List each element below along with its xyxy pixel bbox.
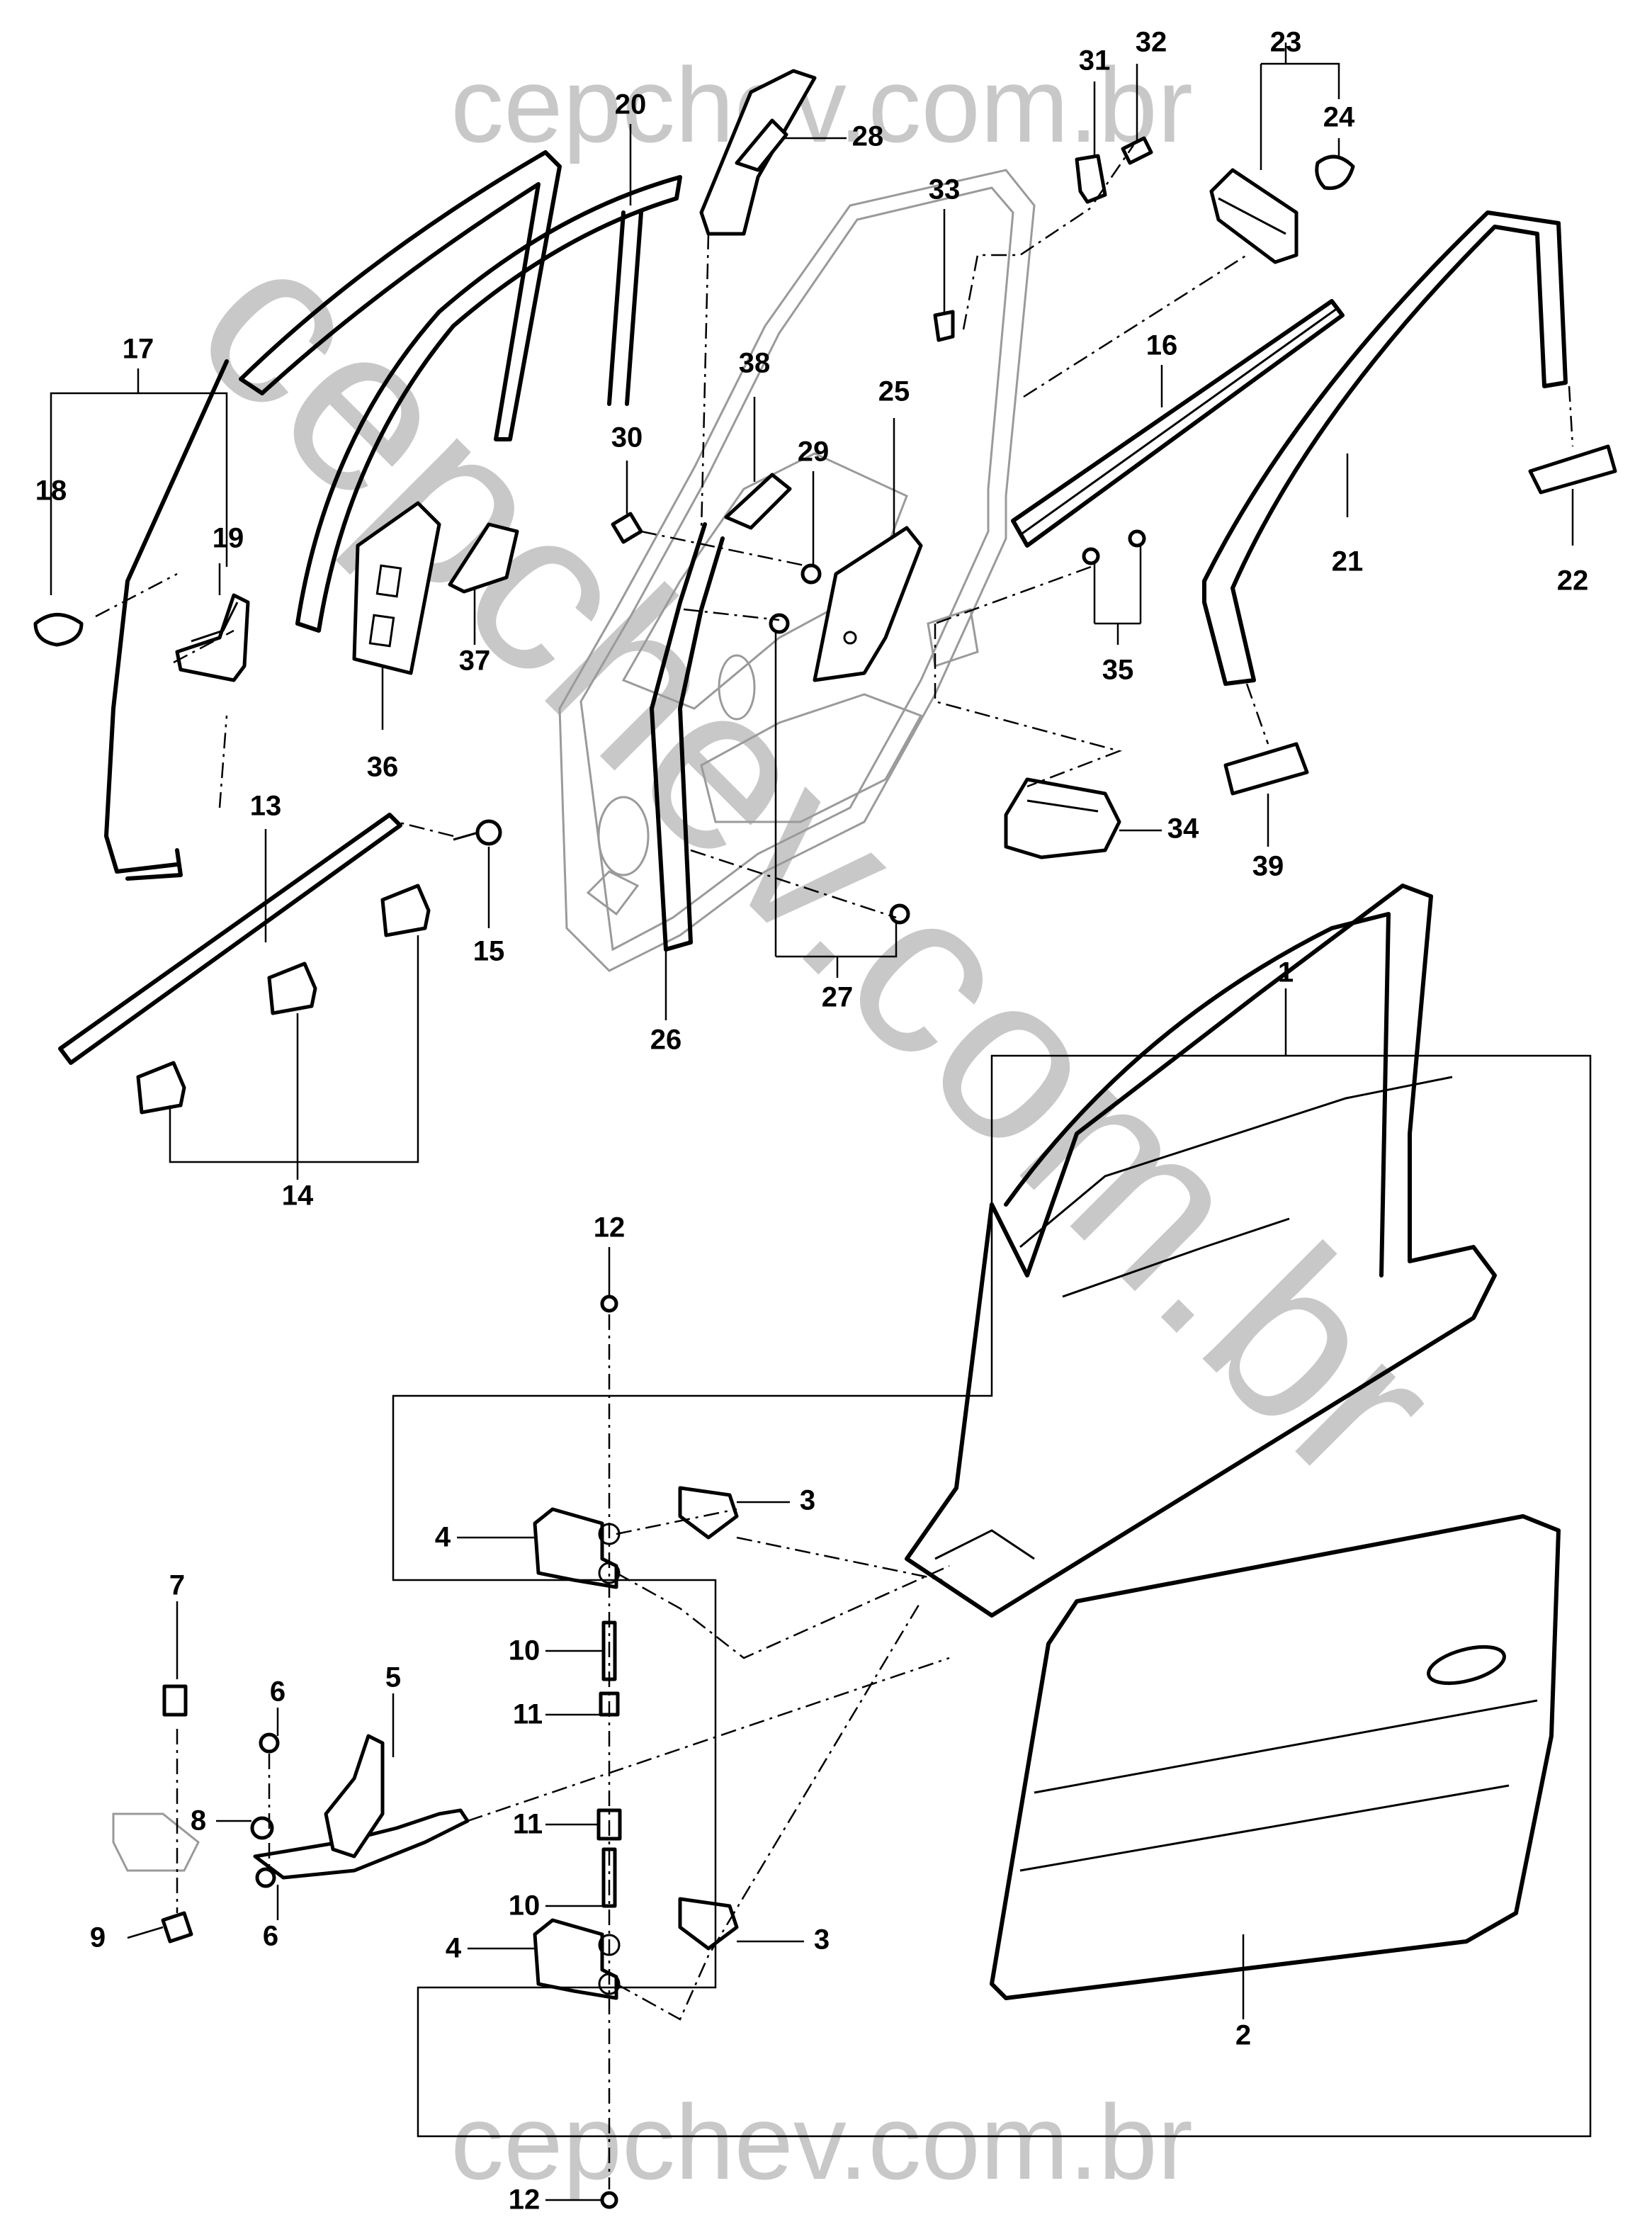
part-25-pad — [813, 526, 923, 682]
leader-lines — [50, 43, 1574, 2201]
part-14-clips — [136, 884, 431, 1115]
part-21-frame-seal — [1202, 210, 1568, 686]
part-1-door-assembly — [905, 884, 1497, 1618]
part-34-bracket — [1004, 777, 1121, 859]
callout-16: 16 — [1146, 330, 1178, 361]
callout-26: 26 — [650, 1025, 682, 1056]
callout-34: 34 — [1167, 813, 1199, 845]
callout-20: 20 — [615, 89, 647, 120]
part-4-hinge-lower — [533, 1918, 621, 2000]
callout-17: 17 — [123, 334, 154, 365]
part-35-screws — [1082, 529, 1146, 565]
part-5-check-strap — [253, 1734, 470, 1880]
callout-36: 36 — [367, 752, 399, 783]
callout-37: 37 — [459, 645, 491, 677]
assembly-lines — [95, 145, 1574, 2189]
part-39-cap — [1223, 742, 1309, 796]
callout-6-upper: 6 — [270, 1676, 285, 1708]
watermark-top: cepchev.com.br — [451, 45, 1193, 164]
part-20-window-channel — [239, 150, 682, 633]
callout-31: 31 — [1079, 45, 1111, 77]
callout-9: 9 — [90, 1922, 106, 1953]
part-15-screw — [453, 819, 502, 846]
assembly-boxes — [392, 1054, 1592, 2138]
callout-28: 28 — [852, 121, 884, 152]
part-3-bracket-upper — [678, 1486, 739, 1540]
part-2-door-skin — [990, 1514, 1561, 2000]
callout-11-upper: 11 — [513, 1699, 543, 1730]
callout-19: 19 — [213, 523, 244, 554]
callout-10-lower: 10 — [509, 1890, 541, 1922]
callout-39: 39 — [1252, 851, 1284, 882]
callout-27: 27 — [822, 982, 854, 1013]
callout-30: 30 — [611, 422, 643, 453]
callout-12-upper: 12 — [594, 1212, 626, 1243]
part-23-corner-piece — [1209, 168, 1299, 264]
callout-35: 35 — [1102, 655, 1134, 686]
callout-38: 38 — [739, 348, 771, 379]
callout-25: 25 — [878, 376, 910, 407]
callout-21: 21 — [1332, 546, 1364, 577]
callout-4-lower: 4 — [446, 1933, 462, 1964]
part-31-bracket — [1075, 154, 1107, 204]
part-37-pad — [448, 522, 519, 594]
callout-23: 23 — [1270, 27, 1302, 58]
part-17-door-seal — [104, 359, 229, 881]
callout-8: 8 — [191, 1805, 206, 1837]
part-36-pad — [352, 501, 441, 675]
pins-10-11-12 — [596, 1295, 622, 2209]
part-4-hinge-upper — [533, 1507, 621, 1589]
part-28-bracket — [699, 69, 817, 236]
callout-18: 18 — [35, 475, 67, 507]
part-33-clip — [933, 310, 955, 342]
callout-24: 24 — [1323, 102, 1355, 133]
callout-6-lower: 6 — [263, 1921, 278, 1952]
part-26-center-channel — [650, 522, 725, 952]
callout-11-lower: 11 — [513, 1809, 543, 1840]
part-13-molding — [58, 813, 402, 1065]
callout-13: 13 — [250, 791, 282, 822]
callout-4-upper: 4 — [435, 1522, 451, 1553]
callout-33: 33 — [929, 174, 961, 205]
part-3-bracket-lower — [678, 1897, 739, 1951]
part-16-belt-molding — [1011, 299, 1345, 548]
callout-32: 32 — [1136, 27, 1167, 58]
callout-15: 15 — [473, 936, 505, 967]
part-24-clip — [1315, 154, 1355, 191]
callout-29: 29 — [798, 436, 830, 468]
part-22-cap — [1528, 444, 1617, 495]
callout-7: 7 — [169, 1570, 185, 1601]
watermark-bottom: cepchev.com.br — [451, 2082, 1193, 2201]
callout-14: 14 — [282, 1180, 314, 1212]
callout-3-lower: 3 — [814, 1924, 830, 1956]
part-19-clip — [175, 593, 250, 682]
callout-12-lower: 12 — [509, 2184, 541, 2216]
callout-labels: 1 2 3 3 4 4 5 6 6 7 8 9 10 10 11 11 12 1… — [35, 27, 1589, 2216]
check-strap-fasteners — [112, 1684, 280, 1944]
part-38-pad — [724, 473, 792, 530]
callout-22: 22 — [1557, 565, 1589, 597]
callout-5: 5 — [385, 1662, 401, 1693]
door-inner-panel-ghost — [558, 169, 1036, 972]
callout-2: 2 — [1235, 2020, 1251, 2051]
callout-3-upper: 3 — [800, 1485, 815, 1516]
part-18-clip — [33, 613, 84, 647]
callout-1: 1 — [1278, 957, 1294, 988]
callout-10-upper: 10 — [509, 1635, 541, 1666]
